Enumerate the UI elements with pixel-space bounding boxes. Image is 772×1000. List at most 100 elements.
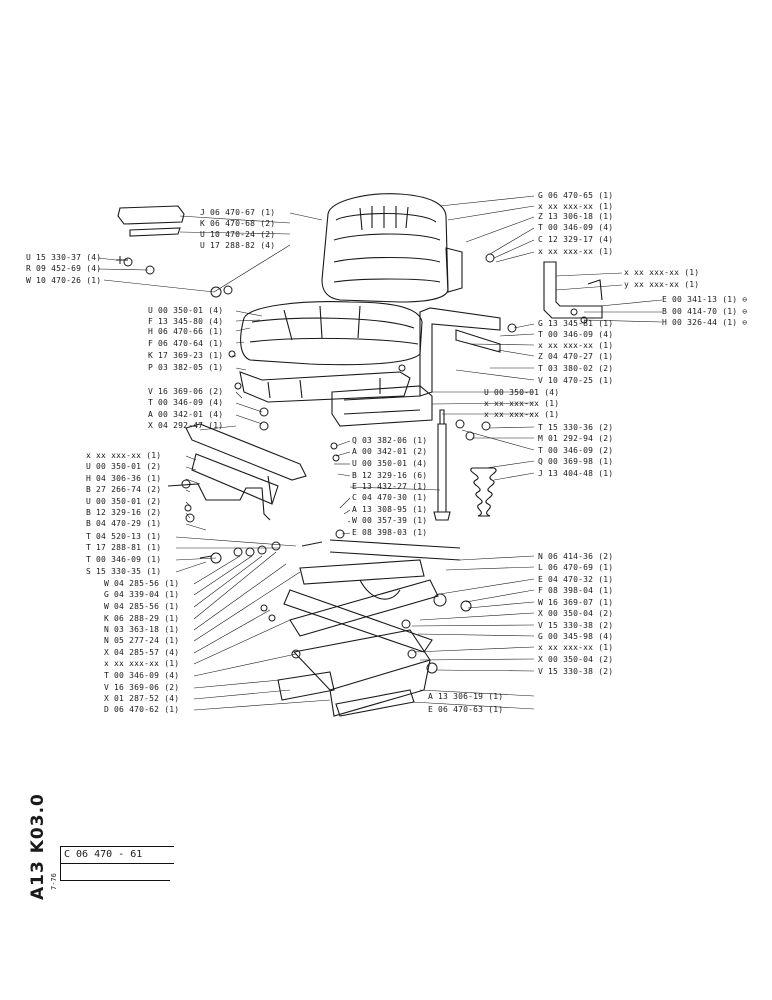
part-label: B 00 414-70 (1) ⊖ [662,307,748,316]
part-label: Z 04 470-27 (1) [538,352,614,361]
seat-cushion [240,301,423,366]
part-label: Q 03 382-06 (1) [352,436,428,445]
part-label: E 06 470-63 (1) [428,705,504,714]
part-label: S 15 330-35 (1) [86,567,162,576]
part-label: T 00 346-09 (4) [104,671,180,680]
part-label: Q 00 369-98 (1) [538,457,614,466]
part-label: V 15 330-38 (2) [538,667,614,676]
part-label: A 00 342-01 (4) [148,410,224,419]
side-bracket [419,247,603,397]
part-label: T 00 346-09 (4) [148,398,224,407]
part-label: V 10 470-25 (1) [538,376,614,385]
part-label: X 01 287-52 (4) [104,694,180,703]
shock-absorber [433,409,451,521]
leader-lines-center [334,440,441,535]
part-label: W 16 369-07 (1) [538,598,614,607]
part-label: F 13 345-80 (4) [148,317,224,326]
leader-lines-right [411,195,663,710]
suspension-frame [331,385,433,427]
part-label: T 17 288-81 (1) [86,543,162,552]
part-label: R 09 452-69 (4) [26,264,102,273]
sheet-code: A13 K03.0 [28,793,48,900]
part-label: W 04 285-56 (1) [104,579,180,588]
part-label: B 12 329-16 (2) [86,508,162,517]
part-label: H 04 306-36 (1) [86,474,162,483]
part-label: B 04 470-29 (1) [86,519,162,528]
part-label: M 01 292-94 (2) [538,434,614,443]
linkage-rod [167,483,271,521]
part-label: x xx xxx-xx (1) [624,268,700,277]
part-label: F 08 398-04 (1) [538,586,614,595]
part-label: T 00 346-09 (1) [86,555,162,564]
part-label: H 00 326-44 (1) ⊖ [662,318,748,327]
part-label: N 05 277-24 (1) [104,636,180,645]
part-label: T 00 346-09 (2) [538,446,614,455]
part-label: P 03 382-05 (1) [148,363,224,372]
part-label: K 06 288-29 (1) [104,614,180,623]
part-label: E 13 432-27 (1) [352,482,428,491]
part-label: x xx xxx-xx (1) [538,643,614,652]
part-label: T 00 346-09 (4) [538,223,614,232]
part-label: U 00 350-01 (2) [86,497,162,506]
leader-lines-left [97,212,331,711]
part-label: U 15 330-37 (4) [26,253,102,262]
part-label: E 04 470-32 (1) [538,575,614,584]
part-label: X 04 292-47 (1) [148,421,224,430]
part-label: N 03 363-18 (1) [104,625,180,634]
part-label: H 06 470-66 (1) [148,327,224,336]
part-label: K 06 470-68 (2) [200,219,276,228]
part-label: x xx xxx-xx (1) [484,399,560,408]
part-label: B 27 266-74 (2) [86,485,162,494]
part-label: G 00 345-98 (4) [538,632,614,641]
rubber-bellows [470,467,497,517]
part-label: X 00 350-04 (2) [538,655,614,664]
part-label: X 00 350-04 (2) [538,609,614,618]
sheet-date: 7-76 [50,862,60,892]
part-label: W 10 470-26 (1) [26,276,102,285]
part-label: U 00 350-01 (2) [86,462,162,471]
part-label: x xx xxx-xx (1) [104,659,180,668]
part-label: T 00 346-09 (4) [538,330,614,339]
part-label: W 04 285-56 (1) [104,602,180,611]
part-label: D 06 470-62 (1) [104,705,180,714]
reference-divider [60,846,61,880]
part-label: x xx xxx-xx (1) [86,451,162,460]
part-label: N 06 414-36 (2) [538,552,614,561]
part-label: G 04 339-04 (1) [104,590,180,599]
part-label: U 00 350-01 (4) [352,459,428,468]
part-label: B 12 329-16 (6) [352,471,428,480]
part-label: V 15 330-38 (2) [538,621,614,630]
part-label: U 10 470-24 (2) [200,230,276,239]
part-label: y xx xxx-xx (1) [624,280,700,289]
part-label: T 03 380-02 (2) [538,364,614,373]
armrest-pad [117,205,185,237]
part-label: T 04 520-13 (1) [86,532,162,541]
part-label: W 00 357-39 (1) [352,516,428,525]
left-bracket-plate [185,423,307,505]
part-label: E 08 398-03 (1) [352,528,428,537]
base-rails [277,629,431,717]
part-label: x xx xxx-xx (1) [484,410,560,419]
part-label: J 06 470-67 (1) [200,208,276,217]
part-label: G 06 470-65 (1) [538,191,614,200]
part-label: C 12 329-17 (4) [538,235,614,244]
part-label: U 00 350-01 (4) [148,306,224,315]
reference-underline [60,880,170,881]
part-label: K 17 369-23 (1) [148,351,224,360]
part-label: A 13 306-19 (1) [428,692,504,701]
part-label: X 04 285-57 (4) [104,648,180,657]
sheet-code-text: A13 K03.0 [28,793,48,900]
sheet-date-text: 7-76 [50,873,58,890]
reference-number: C 06 470 - 61 [60,846,174,864]
backrest-cushion [321,193,449,303]
part-label: J 13 404-48 (1) [538,469,614,478]
part-label: C 04 470-30 (1) [352,493,428,502]
part-label: T 15 330-36 (2) [538,423,614,432]
part-label: A 13 308-95 (1) [352,505,428,514]
part-label: x xx xxx-xx (1) [538,247,614,256]
part-label: U 17 288-82 (4) [200,241,276,250]
part-label: V 16 369-06 (2) [104,683,180,692]
scissor-mechanism [283,539,461,653]
